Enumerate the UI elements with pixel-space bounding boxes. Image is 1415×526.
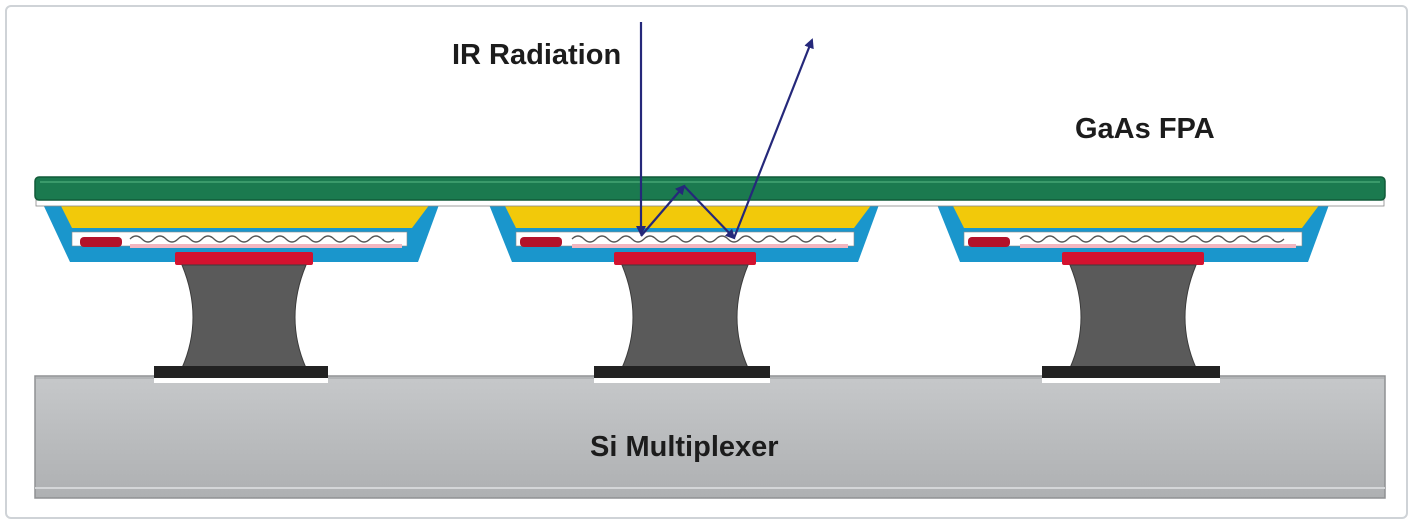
gaas-substrate-layer (34, 176, 1386, 207)
ir-reflect-down-arrow (683, 185, 736, 240)
gaas-fpa-label: GaAs FPA (1075, 113, 1215, 145)
si-multiplexer-label: Si Multiplexer (590, 431, 779, 463)
si-multiplexer-block (34, 375, 1386, 499)
ir-ray-paths (636, 22, 814, 240)
pixel-3 (936, 202, 1330, 383)
ir-radiation-label: IR Radiation (452, 39, 621, 71)
ir-reflect-up-arrow (640, 184, 686, 237)
ir-exit-arrow (732, 38, 814, 239)
pixel-1 (42, 202, 440, 383)
pixel-2 (488, 202, 880, 383)
